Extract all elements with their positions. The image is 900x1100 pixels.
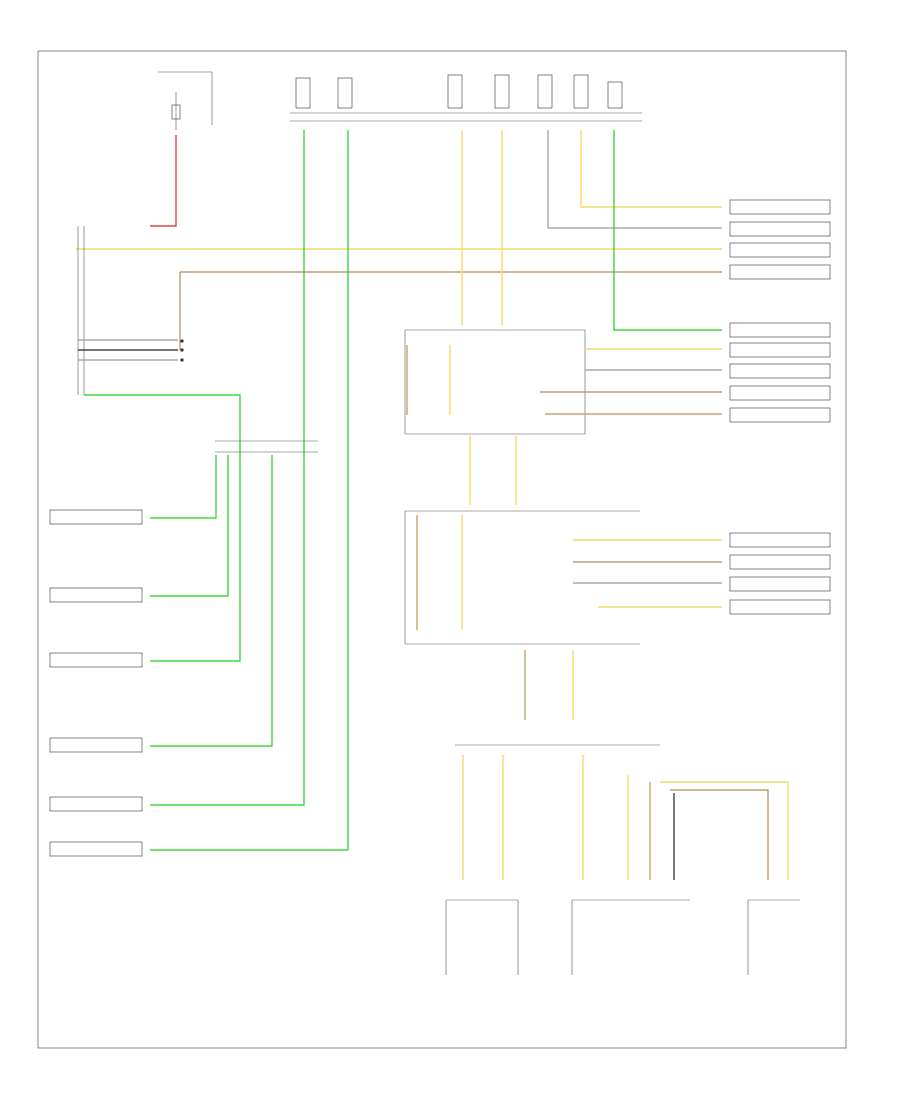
wire-gray-2 [547,130,722,229]
bottom-connector-left [445,899,519,975]
top-connector-row [290,74,642,122]
wire-green-1 [150,130,305,806]
wire-yellow-17 [660,781,789,880]
left-splice-dots [180,339,184,362]
left-module-boxes [49,509,143,857]
wire-green-4 [150,455,217,519]
wire-green-3 [84,394,241,455]
diagram-frame [37,50,847,1049]
wire-brown-4 [670,789,769,880]
upper-module-box [404,329,586,435]
wire-red [150,135,177,227]
left-pin-column [77,226,85,395]
wire-green-6 [150,455,241,662]
fuse-block [158,71,213,130]
bottom-connector-middle [571,899,690,975]
wire-green-2 [150,130,349,851]
wire-yellow-2 [580,130,722,208]
wire-green-7 [150,455,273,747]
wire-green-right [613,130,722,331]
wire-green-5 [150,455,229,597]
right-module-boxes [729,199,831,615]
lower-module-box [404,510,640,645]
bottom-connector-right [747,899,800,975]
junction-bar [215,440,318,453]
